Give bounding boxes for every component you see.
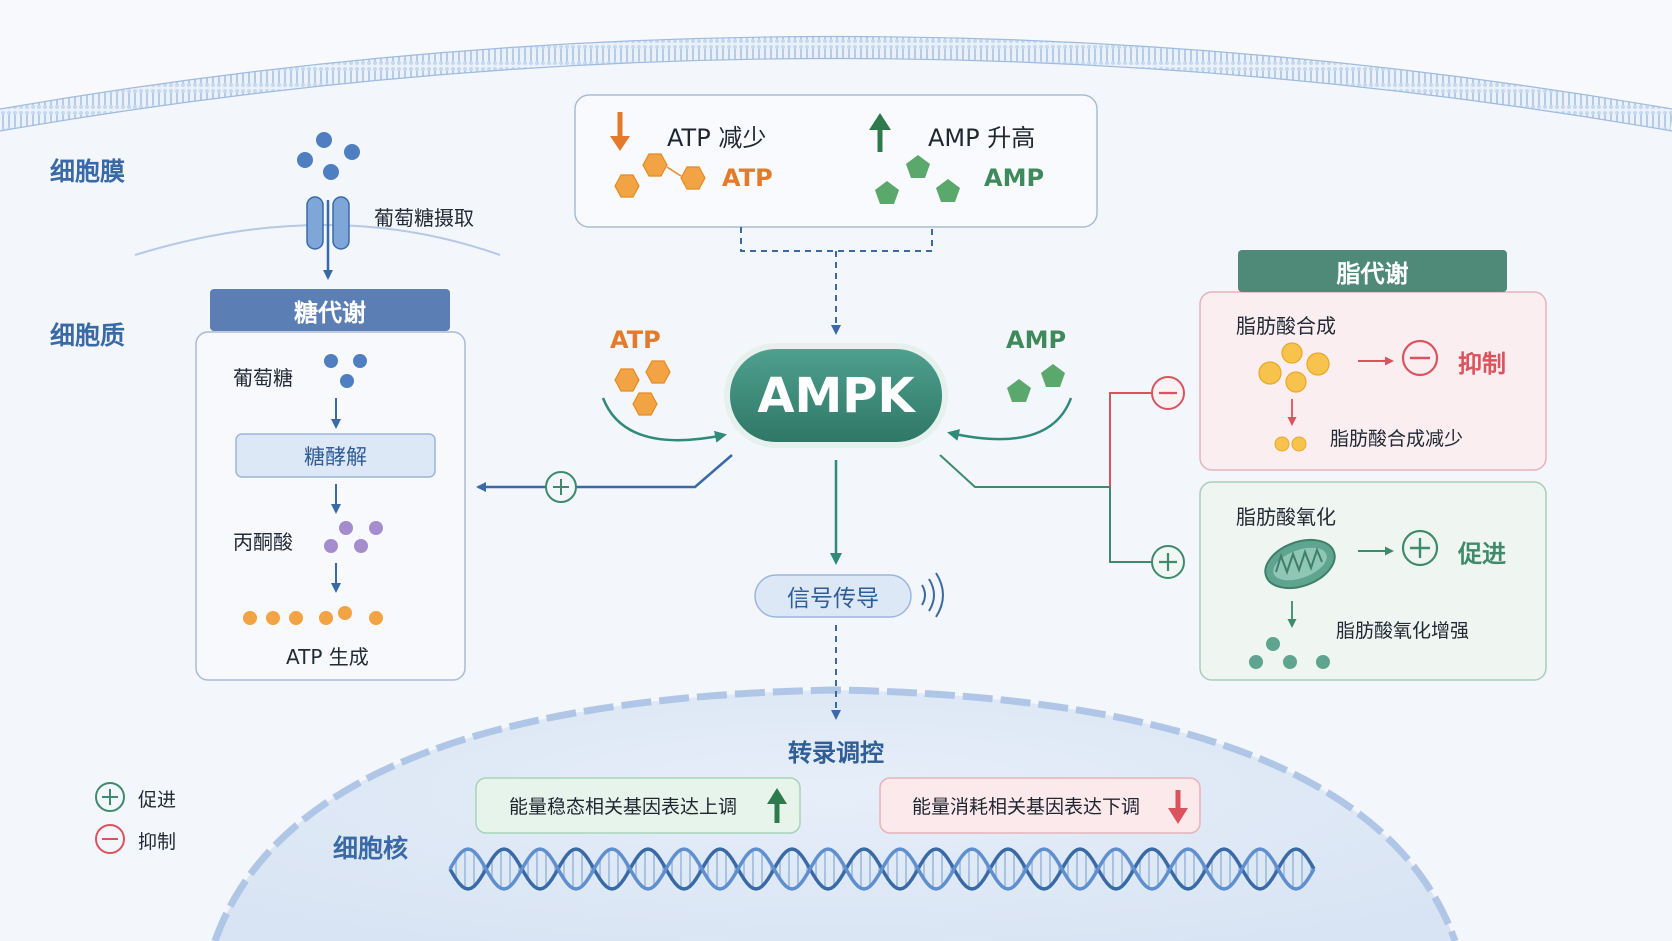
glucose-uptake-label: 葡萄糖摄取 bbox=[374, 206, 474, 230]
nucleus bbox=[211, 686, 1459, 941]
inhibit-icon bbox=[1151, 376, 1185, 410]
fatty-acid-oxidation-title: 脂肪酸氧化 bbox=[1236, 505, 1336, 529]
amp-molecule-icon bbox=[875, 181, 899, 204]
up-arrow-icon bbox=[869, 113, 891, 130]
region-cytoplasm-label: 细胞质 bbox=[50, 321, 126, 350]
signal-transduction-label: 信号传导 bbox=[787, 586, 879, 612]
glucose-metabolism-title: 糖代谢 bbox=[294, 298, 366, 327]
legend-inhibit-icon bbox=[95, 824, 125, 854]
glucose-label: 葡萄糖 bbox=[233, 366, 293, 390]
lipid-metabolism-title: 脂代谢 bbox=[1336, 259, 1409, 288]
promote-icon bbox=[1151, 545, 1185, 579]
fatty-acid-synthesis-result: 脂肪酸合成减少 bbox=[1330, 428, 1464, 450]
glucose-metabolism-box bbox=[195, 289, 466, 681]
amp-label: AMP bbox=[984, 164, 1045, 192]
dna-strand bbox=[448, 847, 1316, 891]
fatty-acid-oxidation-result: 脂肪酸氧化增强 bbox=[1336, 620, 1470, 642]
promote-effect-label: 促进 bbox=[1458, 540, 1506, 568]
fatty-acid-synthesis-box bbox=[1199, 250, 1547, 471]
amp-side-label: AMP bbox=[1006, 326, 1067, 354]
fatty-acid-oxidation-box bbox=[1199, 481, 1547, 681]
dna-helix bbox=[448, 847, 1316, 891]
cell-membrane bbox=[0, 0, 1672, 132]
fatty-acid-synthesis-title: 脂肪酸合成 bbox=[1236, 314, 1336, 338]
pyruvate-label: 丙酮酸 bbox=[233, 530, 293, 554]
gene-upregulation-label: 能量稳态相关基因表达上调 bbox=[508, 796, 737, 818]
ampk-node bbox=[724, 343, 948, 448]
atp-side-label: ATP bbox=[610, 326, 661, 354]
ampk-label: AMPK bbox=[757, 367, 915, 424]
atp-generation-label: ATP 生成 bbox=[286, 645, 369, 669]
atp-molecule-icon bbox=[614, 174, 640, 198]
transcription-regulation-title: 转录调控 bbox=[788, 738, 884, 767]
down-arrow-icon bbox=[610, 136, 630, 151]
amp-input-molecules bbox=[947, 364, 1073, 441]
region-nucleus-label: 细胞核 bbox=[333, 834, 409, 863]
glycolysis-label: 糖酵解 bbox=[304, 444, 367, 469]
down-arrow-icon bbox=[1168, 790, 1188, 824]
atp-input-molecules bbox=[601, 360, 727, 443]
up-arrow-icon bbox=[767, 788, 787, 823]
atp-decrease-label: ATP 减少 bbox=[667, 124, 767, 152]
legend-promote-icon bbox=[95, 782, 125, 812]
promote-icon bbox=[545, 471, 577, 503]
region-membrane-label: 细胞膜 bbox=[50, 157, 126, 186]
amp-increase-label: AMP 升高 bbox=[928, 124, 1036, 152]
legend-inhibit-label: 抑制 bbox=[138, 831, 177, 853]
legend-promote-label: 促进 bbox=[138, 789, 177, 811]
glucose-transporter bbox=[297, 132, 360, 280]
inhibit-effect-label: 抑制 bbox=[1458, 350, 1506, 378]
energy-status-box bbox=[574, 94, 1098, 228]
mitochondria-icon bbox=[1264, 538, 1336, 590]
atp-label: ATP bbox=[722, 164, 773, 192]
gene-downregulation-label: 能量消耗相关基因表达下调 bbox=[911, 796, 1140, 818]
signal-icon bbox=[921, 572, 944, 618]
